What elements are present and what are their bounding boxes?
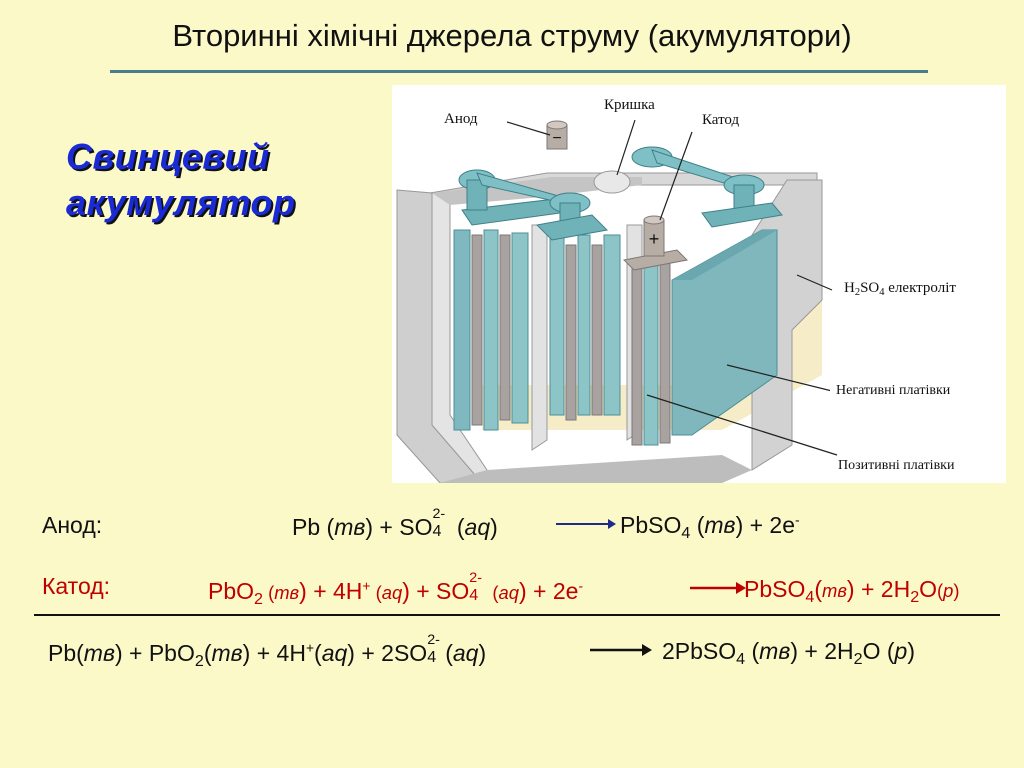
lid-cap bbox=[593, 170, 631, 194]
anode-products: PbSO4 (тв) + 2e- bbox=[620, 512, 800, 542]
overall-products: 2PbSO4 (тв) + 2H2O (р) bbox=[662, 638, 915, 668]
title-underline bbox=[110, 70, 928, 73]
label-lid: Кришка bbox=[604, 97, 655, 113]
plates-cell-1 bbox=[453, 229, 529, 431]
cathode-products: PbSO4(тв) + 2H2O(р) bbox=[744, 576, 960, 606]
cathode-label: Катод: bbox=[42, 573, 111, 599]
subject-line-1: Свинцевий bbox=[66, 136, 270, 177]
anode-label: Анод: bbox=[42, 512, 103, 538]
subject-line-2: акумулятор bbox=[66, 182, 296, 223]
label-negative-plates: Негативні платівки bbox=[836, 383, 951, 398]
lead-acid-battery-diagram: − + Анод Кришка Катод H2SO4 електроліт Н… bbox=[392, 85, 1006, 483]
minus-sign: − bbox=[552, 130, 561, 147]
label-electrolyte: H2SO4 електроліт bbox=[844, 280, 956, 299]
label-cathode: Катод bbox=[702, 112, 740, 128]
overall-reaction-arrow bbox=[590, 644, 652, 656]
plates-cell-2 bbox=[549, 234, 621, 421]
anode-reaction-arrow bbox=[556, 519, 616, 529]
plates-cell-3 bbox=[631, 229, 778, 446]
label-anode: Анод bbox=[444, 111, 478, 127]
slide-title: Вторинні хімічні джерела струму (акумуля… bbox=[172, 18, 852, 53]
plus-sign: + bbox=[649, 229, 660, 249]
label-positive-plates: Позитивні платівки bbox=[838, 458, 955, 473]
connectors bbox=[458, 146, 783, 241]
battery-cutaway-illustration: − + bbox=[396, 119, 1006, 483]
equation-separator bbox=[34, 614, 1000, 616]
cathode-reaction-arrow bbox=[690, 582, 746, 594]
